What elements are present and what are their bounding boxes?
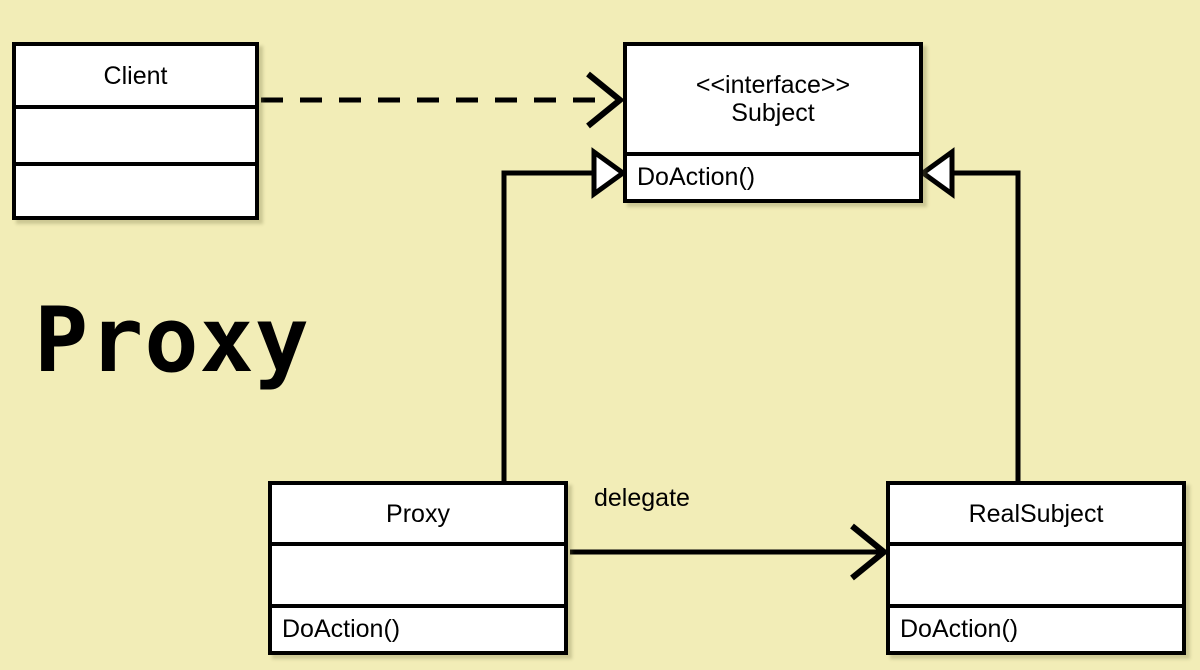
edge-realsubject-realizes-subject <box>918 147 1021 481</box>
realization-line <box>951 170 1021 481</box>
edge-proxy-realizes-subject <box>501 147 628 481</box>
hollow-triangle-arrowhead-icon <box>918 147 955 199</box>
class-attributes-client <box>16 105 255 162</box>
class-name-realsubject: RealSubject <box>968 499 1104 528</box>
class-operations-client <box>16 162 255 216</box>
class-operations-proxy: DoAction() <box>272 604 564 651</box>
edge-client-uses-subject <box>261 71 625 129</box>
class-box-realsubject[interactable]: RealSubject DoAction() <box>886 481 1186 655</box>
class-operations-realsubject: DoAction() <box>890 604 1182 651</box>
class-box-subject[interactable]: <<interface>> Subject DoAction() <box>623 42 923 203</box>
class-attributes-realsubject <box>890 542 1182 604</box>
hollow-triangle-arrowhead-icon <box>591 147 628 199</box>
class-name-subject: <<interface>> Subject <box>695 71 851 127</box>
class-box-client[interactable]: Client <box>12 42 259 220</box>
edge-label-delegate: delegate <box>594 484 690 512</box>
open-arrowhead-icon <box>586 71 625 129</box>
realization-line <box>501 170 595 481</box>
class-box-proxy[interactable]: Proxy DoAction() <box>268 481 568 655</box>
page-title: Proxy <box>34 288 310 393</box>
class-name-client: Client <box>103 61 168 90</box>
open-arrowhead-icon <box>850 523 889 581</box>
class-operations-subject: DoAction() <box>627 152 919 199</box>
edge-proxy-delegates-realsubject <box>570 523 889 581</box>
class-name-proxy: Proxy <box>386 499 450 528</box>
class-attributes-proxy <box>272 542 564 604</box>
